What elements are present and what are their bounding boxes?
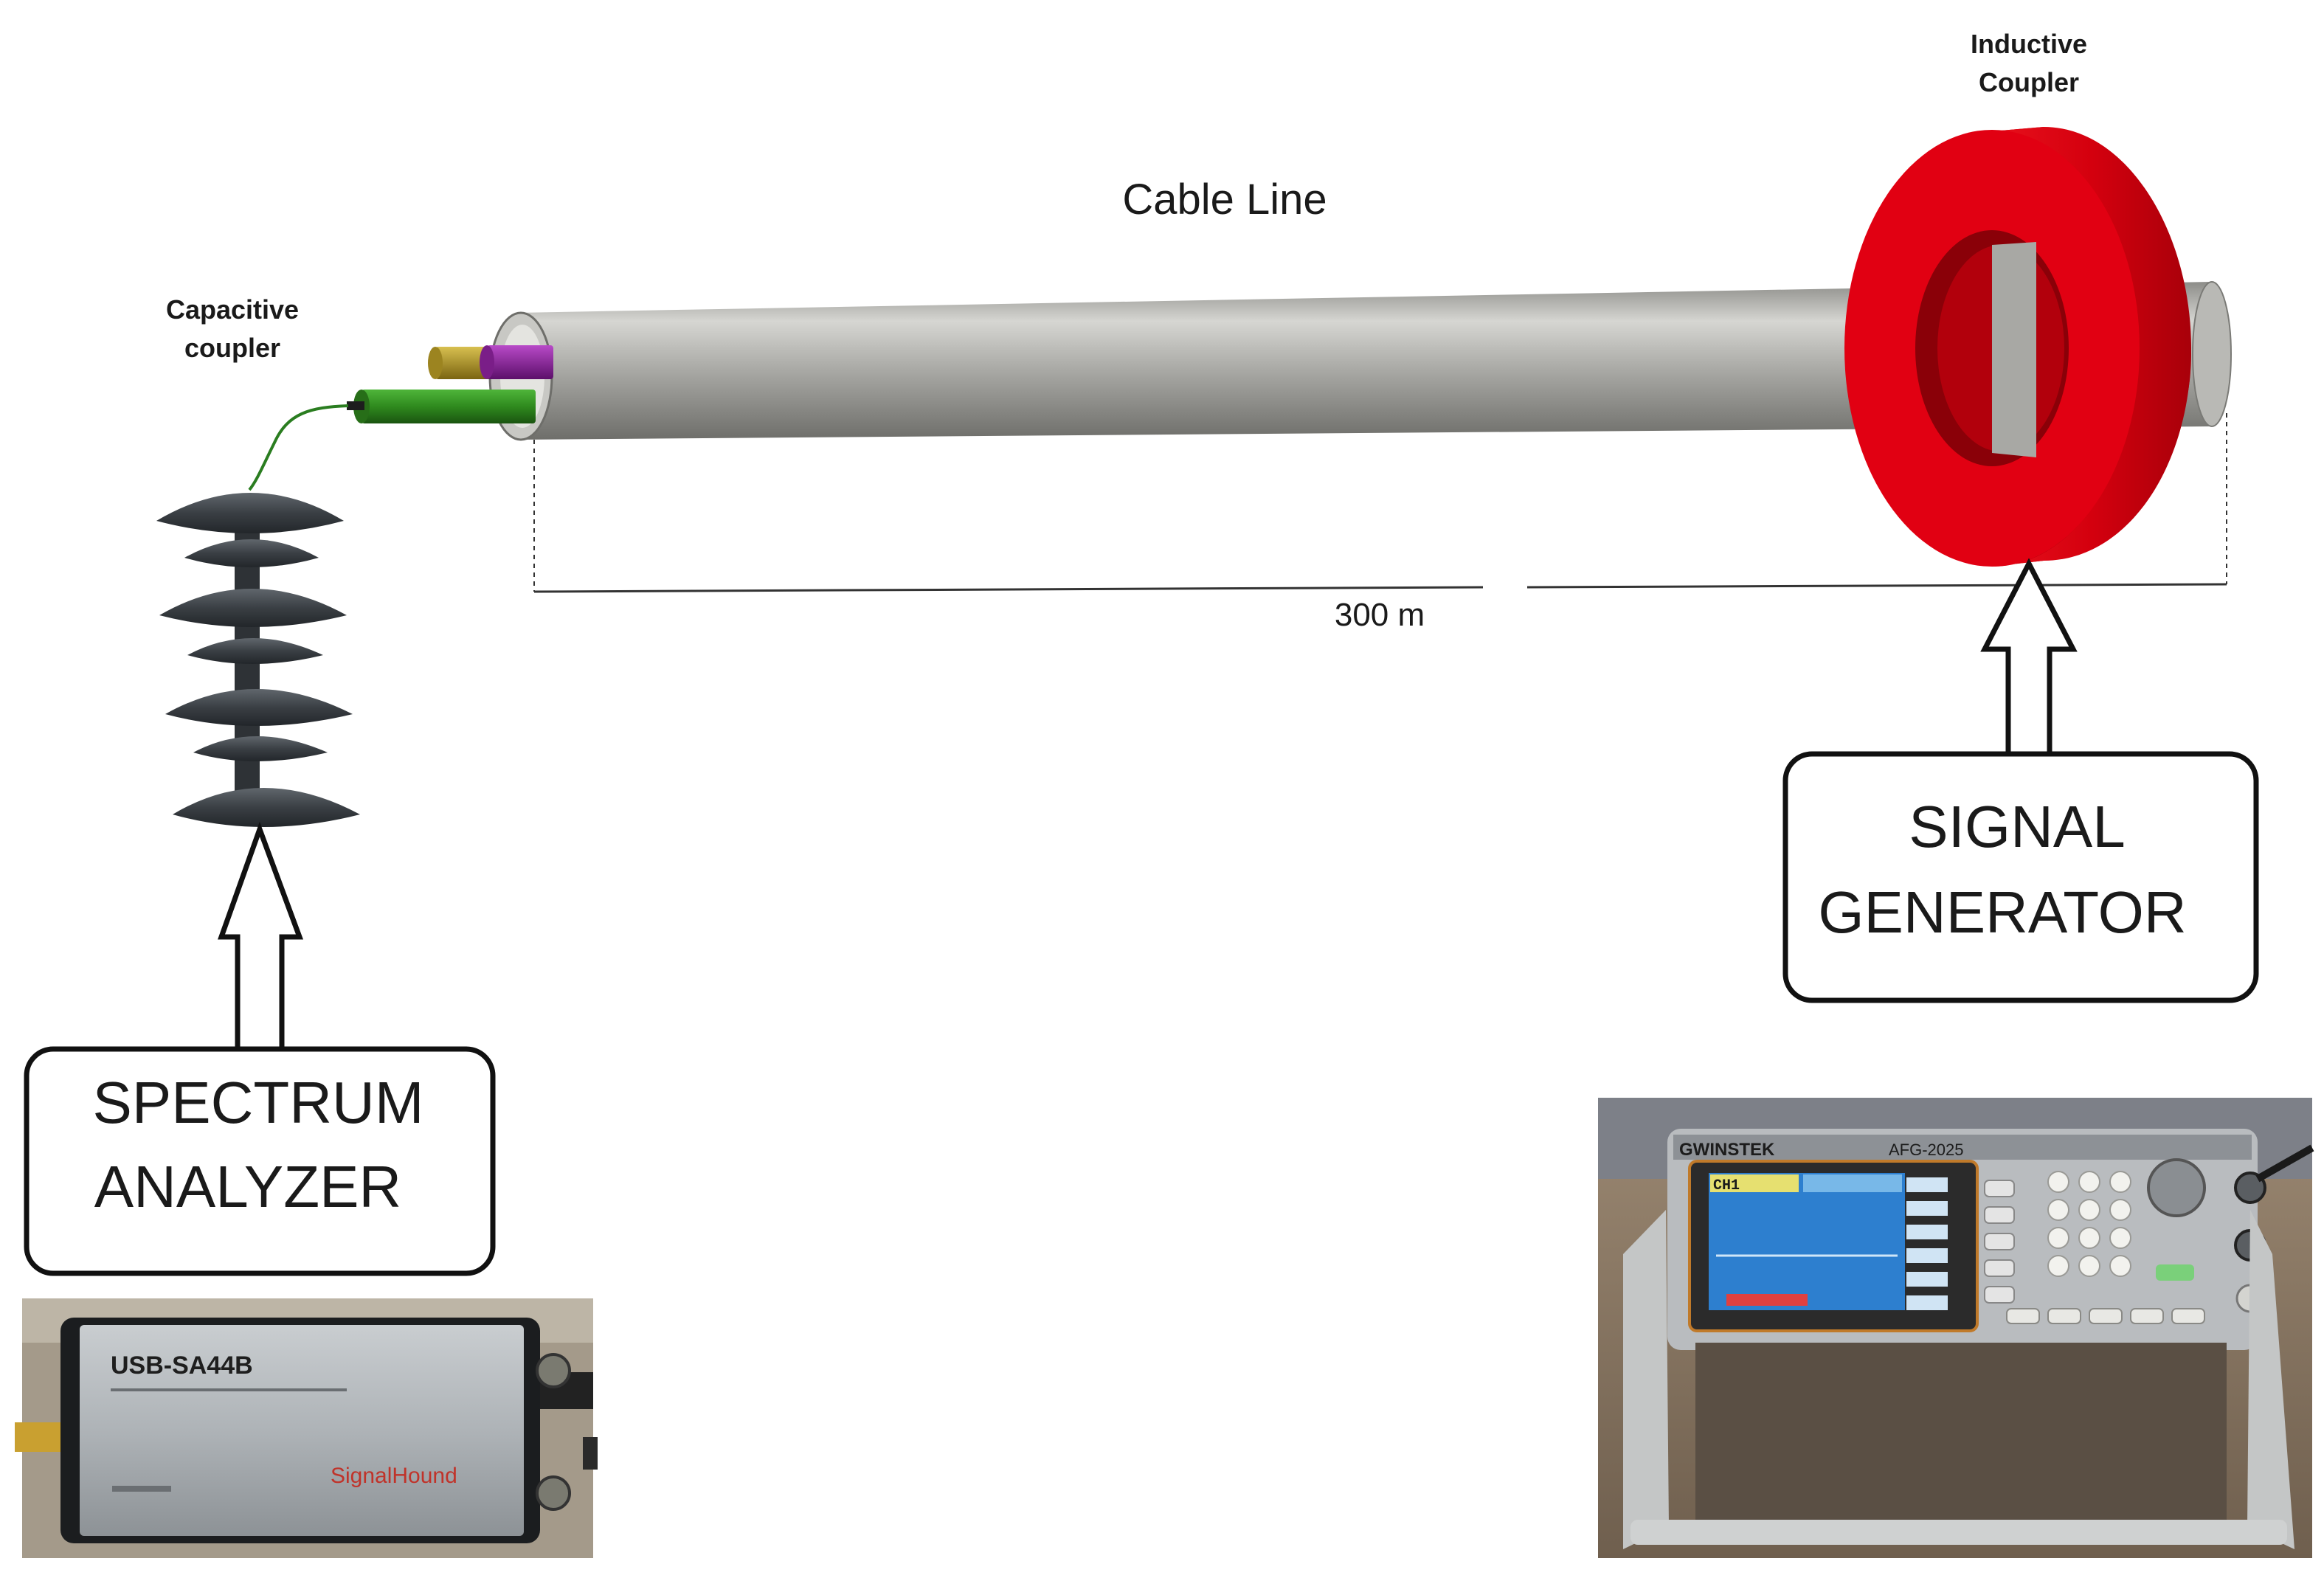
length-label: 300 m (1335, 597, 1425, 633)
capacitive-coupler-insulator (156, 493, 360, 827)
coupling-wire (248, 404, 349, 491)
spectrum-analyzer-photo: USB-SA44B SignalHound (15, 1298, 598, 1558)
analyzer-model-text: USB-SA44B (111, 1352, 253, 1380)
spectrum-analyzer-label-line2: ANALYZER (94, 1154, 401, 1219)
spectrum-analyzer-label-line1: SPECTRUM (93, 1070, 424, 1135)
arrow-up-icon (1980, 558, 2078, 752)
generator-brand-text: GWINSTEK (1679, 1140, 1775, 1160)
analyzer-brand-text: SignalHound (331, 1464, 457, 1488)
generator-model-text: AFG-2025 (1889, 1141, 1964, 1159)
capacitive-coupler-label-line1: Capacitive (166, 294, 299, 325)
arrow-up-icon (218, 821, 304, 1048)
spectrum-analyzer-box: SPECTRUM ANALYZER (24, 1046, 496, 1276)
cable-conductors (347, 345, 553, 423)
inductive-coupler (1844, 127, 2191, 567)
cable-line-label: Cable Line (1122, 176, 1327, 224)
length-dimension (533, 413, 2227, 593)
signal-generator-label-line1: SIGNAL (1909, 794, 2125, 859)
generator-screen-header: CH1 (1713, 1177, 1740, 1194)
capacitive-coupler-label-line2: coupler (184, 333, 280, 363)
inductive-coupler-label-line1: Inductive (1971, 29, 2087, 59)
signal-generator-photo: GWINSTEK AFG-2025 CH1 (1598, 1098, 2314, 1558)
signal-generator-label-line2: GENERATOR (1818, 879, 2186, 945)
cable-line (488, 281, 2232, 441)
inductive-coupler-label-line2: Coupler (1979, 67, 2079, 97)
signal-generator-box: SIGNAL GENERATOR (1782, 751, 2259, 1003)
